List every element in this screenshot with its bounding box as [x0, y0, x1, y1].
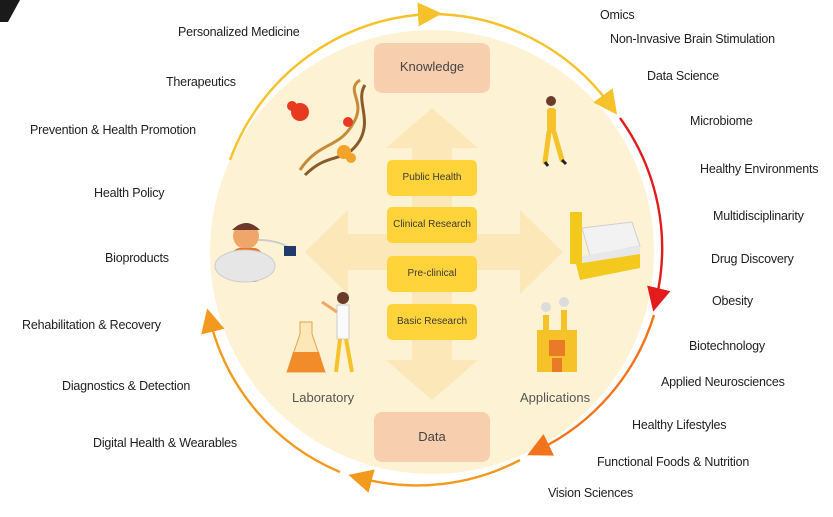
stage-box: [387, 304, 477, 340]
topic-functional-foods: Functional Foods & Nutrition: [597, 455, 750, 469]
topic-omics: Omics: [600, 8, 635, 22]
topic-obesity: Obesity: [712, 294, 753, 308]
topic-personalized-medicine: Personalized Medicine: [178, 25, 300, 39]
laboratory-label: Laboratory: [292, 390, 355, 405]
cross-arrows: [305, 108, 563, 400]
topic-drug-discovery: Drug Discovery: [711, 252, 794, 266]
person-walking-icon: [542, 96, 568, 167]
person-computer-icon: [214, 223, 296, 283]
topic-health-policy: Health Policy: [94, 186, 165, 200]
stage-box: [387, 160, 477, 196]
applications-label: Applications: [520, 390, 591, 405]
topic-biotechnology: Biotechnology: [689, 339, 765, 353]
topic-healthy-environments: Healthy Environments: [700, 162, 819, 176]
topic-data-science: Data Science: [647, 69, 719, 83]
corner-decoration: [0, 0, 20, 22]
topic-brain-stimulation: Non-Invasive Brain Stimulation: [610, 32, 775, 46]
stage-label-public-health: Public Health: [402, 172, 462, 183]
topic-rehabilitation: Rehabilitation & Recovery: [22, 318, 161, 332]
topic-diagnostics: Diagnostics & Detection: [62, 379, 191, 393]
dna-icon: [287, 78, 367, 177]
stage-label-basic-research: Basic Research: [396, 316, 468, 327]
topic-vision-sciences: Vision Sciences: [548, 486, 634, 500]
data-label: Data: [418, 429, 446, 444]
stage-box: [387, 207, 477, 243]
knowledge-box: [374, 43, 490, 93]
topic-bioproducts: Bioproducts: [105, 251, 169, 265]
bed-icon: [570, 212, 641, 280]
topic-digital-health: Digital Health & Wearables: [93, 436, 237, 450]
knowledge-label: Knowledge: [399, 59, 465, 74]
topic-applied-neurosciences: Applied Neurosciences: [661, 375, 785, 389]
stage-box: [387, 256, 477, 292]
topic-microbiome: Microbiome: [690, 114, 753, 128]
stage-label-pre-clinical: Pre-clinical: [407, 268, 457, 279]
laboratory-icon: [286, 292, 354, 373]
factory-icon: [537, 297, 577, 372]
stage-label-clinical-research: Clinical Research: [393, 219, 471, 230]
topic-therapeutics: Therapeutics: [166, 75, 236, 89]
topic-multidisciplinarity: Multidisciplinarity: [713, 209, 804, 223]
topic-healthy-lifestyles: Healthy Lifestyles: [632, 418, 727, 432]
topic-prevention: Prevention & Health Promotion: [30, 123, 196, 137]
data-box: [374, 412, 490, 462]
